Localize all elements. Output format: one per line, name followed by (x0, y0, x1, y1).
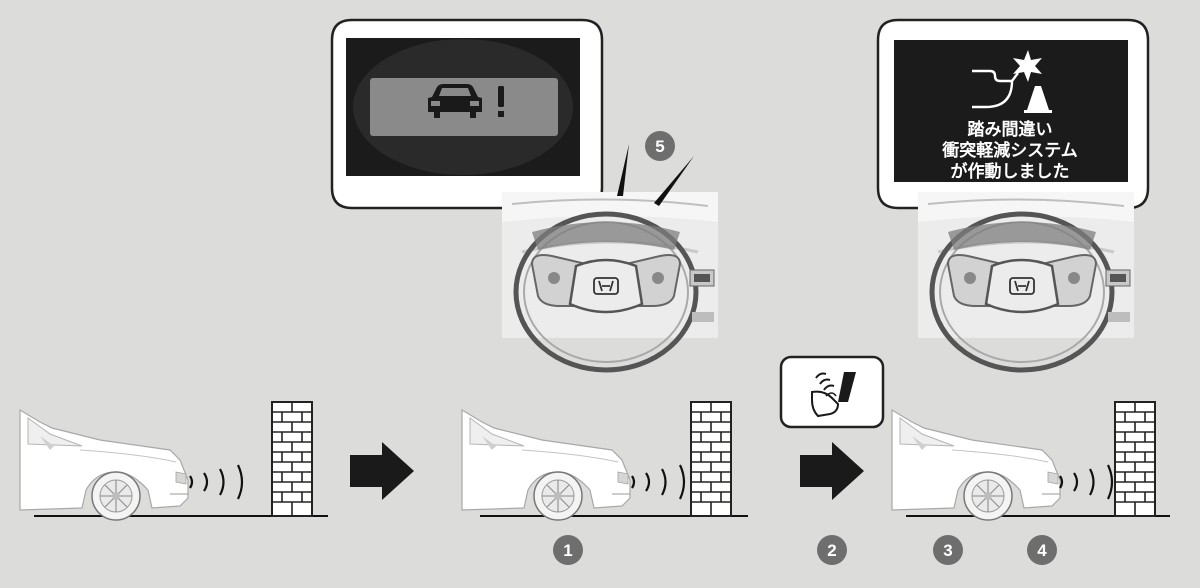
step-number: 1 (563, 541, 572, 560)
exclamation-icon (498, 86, 504, 117)
step-number: 4 (1037, 541, 1047, 560)
right-dashboard-photo (918, 192, 1134, 370)
right-display-screen (894, 40, 1128, 182)
arrow-right-icon (800, 442, 864, 500)
message-line-3: が作動しました (951, 161, 1070, 182)
car-side-view (19, 409, 189, 521)
step-badge-4: 4 (1027, 535, 1057, 565)
sonar-waves (630, 463, 686, 501)
step-badge-5: 5 (645, 131, 675, 161)
pedal-callout-box (779, 355, 885, 429)
left-callout-bubble (330, 18, 604, 236)
step-badge-3: 3 (933, 535, 963, 565)
scene-3 (891, 401, 1170, 521)
arrow-right-icon (350, 442, 414, 500)
sonar-waves (188, 463, 244, 501)
sonar-waves (1058, 463, 1114, 501)
brick-wall (690, 401, 732, 517)
foot-pedal-icon (972, 69, 1019, 109)
message-line-1: 踏み間違い (968, 119, 1053, 140)
step-badge-1: 1 (553, 535, 583, 565)
left-dashboard-photo (502, 192, 718, 370)
right-callout-bubble: 踏み間違い 衝突軽減システム が作動しました (876, 18, 1150, 236)
brick-wall (271, 401, 313, 517)
collision-star-icon (1013, 50, 1042, 82)
car-side-view (891, 409, 1061, 521)
message-line-2: 衝突軽減システム (941, 140, 1078, 161)
car-side-view (461, 409, 631, 521)
step-number: 2 (827, 541, 836, 560)
step-number: 5 (655, 137, 664, 156)
foot-press-pedal-icon (811, 372, 856, 418)
scene-1 (19, 401, 328, 521)
step-number: 3 (943, 541, 952, 560)
gauge-pointer-lines (617, 144, 694, 206)
scene-2 (461, 401, 748, 521)
car-front-icon (428, 84, 482, 118)
brick-wall (1114, 401, 1156, 517)
step-badge-2: 2 (817, 535, 847, 565)
cone-icon (1024, 86, 1052, 113)
